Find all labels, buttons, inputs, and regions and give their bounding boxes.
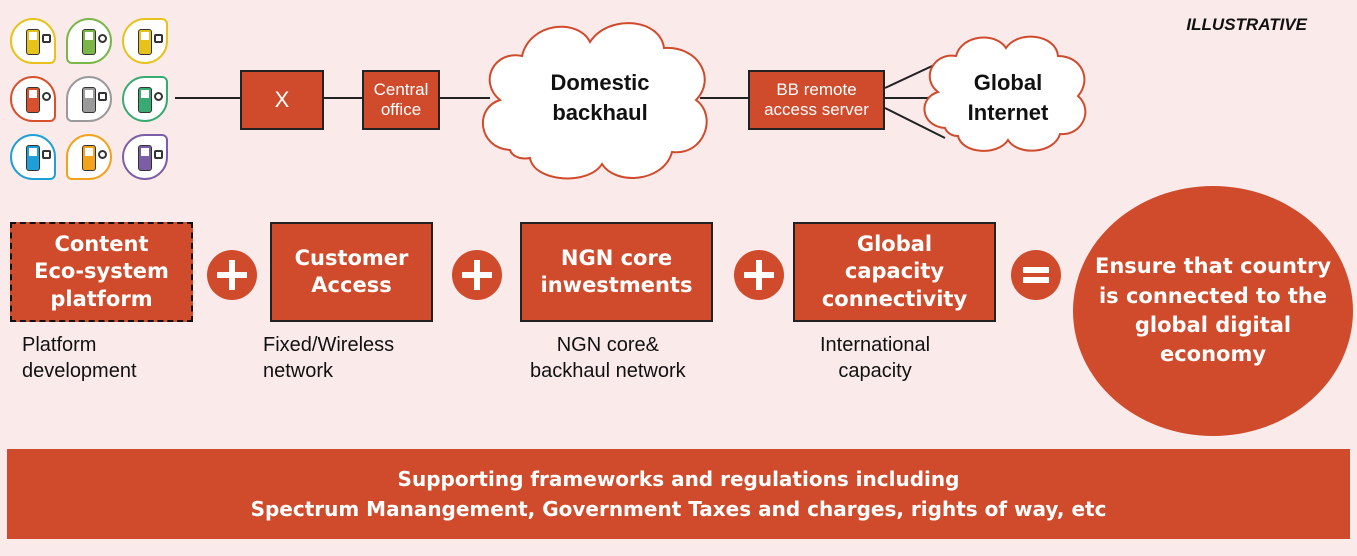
- pillar-ngn-core-sub: NGN core& backhaul network: [530, 334, 686, 382]
- central-office-node: Central office: [362, 70, 440, 130]
- phone-shape: [26, 87, 40, 113]
- phone-mail-icon: [122, 134, 168, 180]
- global-internet-cloud: [923, 35, 1087, 152]
- outcome-circle: Ensure that country is connected to the …: [1073, 186, 1353, 436]
- phone-shape: [138, 29, 152, 55]
- pillar-global-capacity-title: Global capacity connectivity: [821, 232, 968, 311]
- pillar-content-ecosystem-title: Content Eco-system platform: [34, 232, 169, 311]
- link-bb-internet-bottom: [884, 107, 946, 139]
- phone-shape: [26, 145, 40, 171]
- pillar-global-capacity: Global capacity connectivity: [793, 222, 996, 322]
- pillar-content-ecosystem: Content Eco-system platform: [10, 222, 193, 322]
- plus-icon: [734, 250, 784, 300]
- pillar-customer-access-title: Customer Access: [294, 245, 409, 297]
- phone-shape: [82, 87, 96, 113]
- phone-photo-icon: [122, 76, 168, 122]
- plus-icon: [207, 250, 257, 300]
- phone-shape: [138, 145, 152, 171]
- pillar-customer-access: Customer Access: [270, 222, 433, 322]
- banner-line-1: Supporting frameworks and regulations in…: [397, 467, 960, 491]
- global-internet-label: Global Internet: [967, 70, 1049, 125]
- central-office-label: Central office: [373, 80, 429, 119]
- phone-shape: [82, 145, 96, 171]
- phone-music-icon: [10, 76, 56, 122]
- domestic-backhaul-label: Domestic backhaul: [550, 70, 650, 125]
- pillar-global-capacity-sub: International capacity: [820, 334, 931, 382]
- outcome-text: Ensure that country is connected to the …: [1094, 254, 1332, 367]
- phone-shape: [138, 87, 152, 113]
- phone-shape: [82, 29, 96, 55]
- x-node-label: X: [274, 87, 290, 113]
- phone-broadcast-icon: [122, 18, 168, 64]
- phone-camera-icon: [66, 134, 112, 180]
- pillar-ngn-core-title: NGN core inwestments: [540, 245, 693, 297]
- phone-transfer-icon: [66, 18, 112, 64]
- illustrative-tag: ILLUSTRATIVE: [1186, 15, 1307, 34]
- pillar-customer-access-sub: Fixed/Wireless network: [263, 334, 395, 382]
- plus-icon: [452, 250, 502, 300]
- bb-server-node: BB remote access server: [748, 70, 885, 130]
- x-node: X: [240, 70, 324, 130]
- phone-shape: [26, 29, 40, 55]
- phone-signal-icon: [10, 18, 56, 64]
- phone-chat-icon: [10, 134, 56, 180]
- banner-line-2: Spectrum Manangement, Government Taxes a…: [250, 497, 1107, 521]
- pillar-ngn-core: NGN core inwestments: [520, 222, 713, 322]
- bb-server-label: BB remote access server: [764, 80, 869, 119]
- pillar-content-ecosystem-sub: Platform development: [22, 334, 137, 382]
- equals-icon: [1011, 250, 1061, 300]
- phone-wifi-icon: [66, 76, 112, 122]
- domestic-backhaul-cloud: [482, 22, 708, 180]
- supporting-frameworks-banner: Supporting frameworks and regulations in…: [7, 449, 1350, 539]
